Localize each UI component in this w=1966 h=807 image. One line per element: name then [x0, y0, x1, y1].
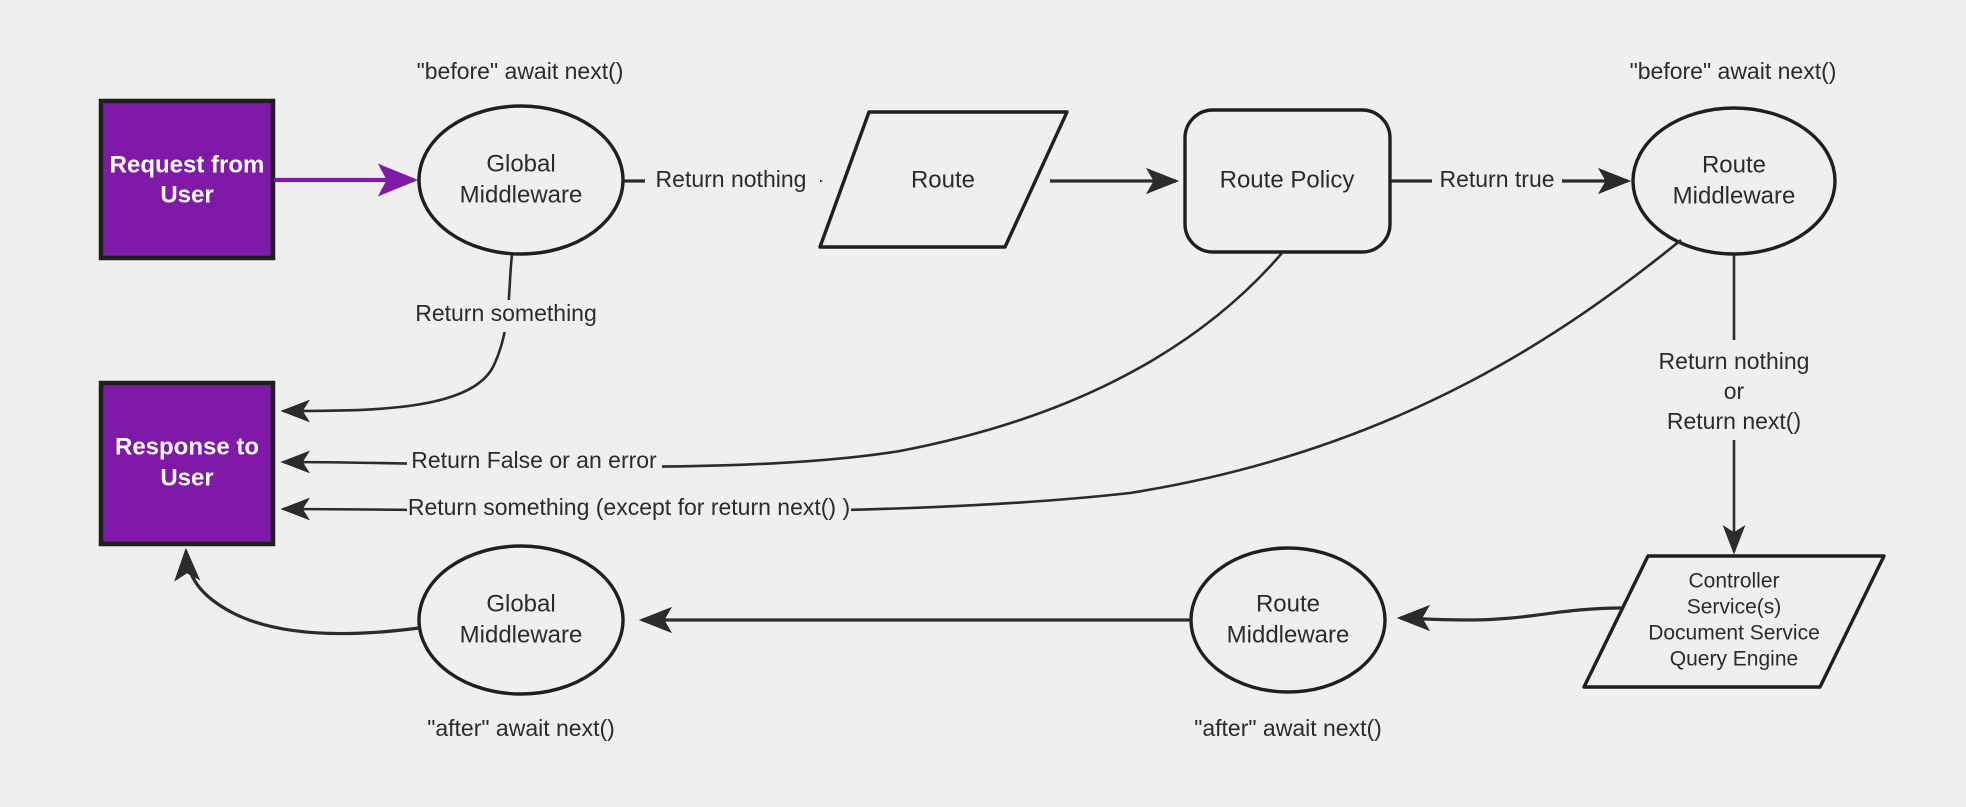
node-route-policy-label: Route Policy [1220, 166, 1355, 193]
node-route-middleware-before-label-line2: Middleware [1673, 182, 1796, 209]
node-response-to-user-label-line1: Response to [115, 433, 259, 460]
edge-controller-to-route-middleware-after [1396, 604, 1623, 632]
node-route-label: Route [911, 166, 975, 193]
node-request-from-user-label-line2: User [160, 181, 213, 208]
node-global-middleware-before-label-line2: Middleware [460, 181, 583, 208]
edge-label-route-middleware-return-something: Return something (except for return next… [408, 494, 850, 520]
node-request-from-user-label-line1: Request from [110, 151, 265, 178]
node-route-middleware-before[interactable] [1631, 106, 1837, 256]
node-route-policy[interactable] [1183, 108, 1392, 254]
node-controller-label-line4: Query Engine [1670, 648, 1798, 671]
node-response-to-user[interactable] [98, 380, 276, 547]
annotation-after-route-middleware: "after" await next() [1194, 715, 1382, 741]
edge-global-middleware-return-something [280, 254, 514, 423]
edge-label-backing-policy-to-mw [1432, 165, 1562, 197]
node-controller-services[interactable] [1582, 554, 1886, 689]
annotation-after-global-middleware: "after" await next() [427, 715, 615, 741]
node-global-middleware-after-label-line1: Global [486, 590, 555, 617]
edge-route-policy-return-false [280, 252, 1283, 474]
node-controller-label-line1: Controller [1688, 570, 1779, 593]
node-response-to-user-label-line2: User [160, 464, 213, 491]
edge-label-backing-return-false [407, 446, 662, 478]
edge-label-route-middleware-down-line3: Return next() [1667, 408, 1801, 434]
node-route-middleware-after[interactable] [1189, 546, 1387, 694]
edge-label-backing-global-to-route [645, 165, 820, 197]
edge-label-route-middleware-down-line2: or [1724, 378, 1745, 404]
edge-label-route-policy-to-route-middleware: Return true [1439, 166, 1554, 192]
node-global-middleware-after-label-line2: Middleware [460, 621, 583, 648]
annotation-before-route-middleware: "before" await next() [1630, 58, 1837, 84]
edge-label-global-middleware-return-something: Return something [415, 300, 597, 326]
node-global-middleware-before[interactable] [417, 104, 625, 256]
annotation-before-global-middleware: "before" await next() [417, 58, 624, 84]
node-request-from-user[interactable] [98, 98, 276, 261]
node-controller-label-line3: Document Service [1648, 622, 1820, 645]
node-route-middleware-after-label-line2: Middleware [1227, 621, 1350, 648]
edge-label-route-policy-return-false: Return False or an error [411, 447, 657, 473]
node-global-middleware-before-label-line1: Global [486, 150, 555, 177]
node-route-middleware-before-label-line1: Route [1702, 151, 1766, 178]
edge-label-backing-return-something-except [407, 493, 851, 525]
node-global-middleware-after[interactable] [417, 544, 625, 696]
node-route[interactable] [818, 110, 1069, 249]
edge-label-route-middleware-down-line1: Return nothing [1659, 348, 1810, 374]
edge-label-backing-return-something [410, 300, 600, 332]
node-controller-label-line2: Service(s) [1687, 596, 1782, 619]
node-route-middleware-after-label-line1: Route [1256, 590, 1320, 617]
edge-label-global-to-route: Return nothing [656, 166, 807, 192]
edge-global-middleware-after-to-response [174, 547, 420, 636]
